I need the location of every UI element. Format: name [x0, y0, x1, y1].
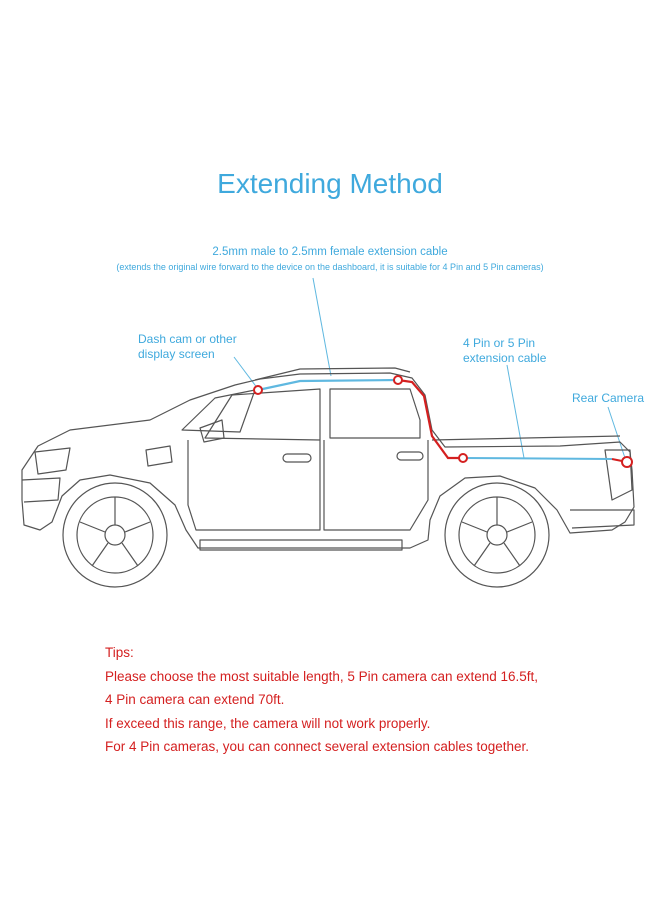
- tips-heading: Tips:: [105, 645, 134, 660]
- truck-body: [21, 372, 635, 549]
- windshield: [181, 389, 256, 433]
- step-bar: [199, 539, 403, 551]
- grille: [21, 477, 61, 503]
- dash-cam-label: Dash cam or other display screen: [138, 332, 237, 362]
- pin-extension-cable-blue: [462, 457, 613, 460]
- extension-cable-description: (extends the original wire forward to th…: [116, 262, 544, 272]
- rear-camera-label: Rear Camera: [572, 391, 645, 405]
- rear-door: [323, 440, 429, 531]
- original-cable-red: [397, 378, 463, 460]
- truck-outline: [21, 367, 635, 551]
- bed-rail: [431, 435, 621, 441]
- tips-line: If exceed this range, the camera will no…: [105, 715, 431, 731]
- front-door-handle: [282, 453, 312, 463]
- bed-connector: [458, 453, 468, 463]
- headlight: [34, 447, 71, 475]
- rear-door-handle: [396, 451, 424, 461]
- front-door: [187, 440, 321, 531]
- dash-cam-connector: [253, 385, 263, 395]
- extension-cable-blue: [257, 378, 399, 392]
- pointer-dash-cam: [233, 356, 259, 390]
- front-wheel: [62, 482, 168, 588]
- front-window: [204, 388, 321, 441]
- pin-cable-label-line1: 4 Pin or 5 Pin: [463, 336, 536, 350]
- pin-cable-label: 4 Pin or 5 Pin extension cable: [463, 336, 546, 366]
- rear-wheel: [444, 482, 550, 588]
- front-badge: [145, 445, 173, 467]
- tips-line: For 4 Pin cameras, you can connect sever…: [105, 739, 529, 754]
- rear-bumper: [570, 509, 635, 529]
- roof-connector: [393, 375, 403, 385]
- tips-block: Tips: Please choose the most suitable le…: [105, 641, 538, 759]
- rear-camera-connector: [621, 456, 633, 468]
- tail-light: [604, 449, 633, 501]
- pointer-pin-cable: [506, 364, 525, 459]
- pointer-extension-cable: [312, 277, 332, 377]
- roof-rail: [254, 367, 411, 381]
- pointer-lines: [233, 277, 626, 459]
- dash-cam-label-line1: Dash cam or other: [138, 332, 237, 346]
- pin-cable-label-line2: extension cable: [463, 351, 547, 365]
- extension-cable-label: 2.5mm male to 2.5mm female extension cab…: [212, 246, 448, 258]
- side-mirror: [199, 419, 225, 443]
- dash-cam-label-line2: display screen: [138, 347, 215, 361]
- rear-window: [329, 388, 421, 439]
- tips-line: 4 Pin camera can extend 70ft.: [105, 692, 285, 707]
- tips-line: Please choose the most suitable length, …: [105, 668, 539, 684]
- page-title: Extending Method: [217, 168, 443, 199]
